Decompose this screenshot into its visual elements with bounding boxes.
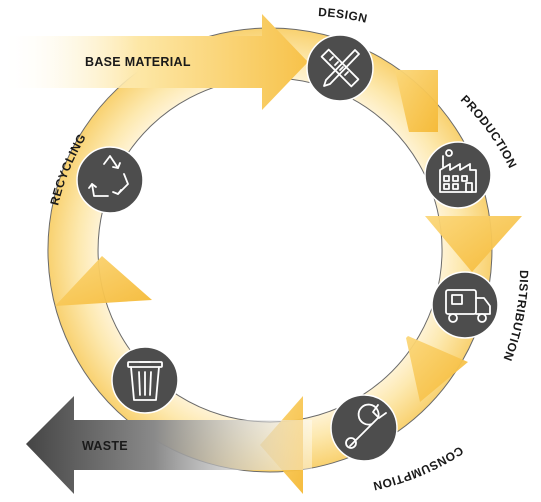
- base-material-label: BASE MATERIAL: [85, 55, 191, 69]
- flow-arrow-design-production: [395, 70, 438, 132]
- base-material-inflow-arrow: [0, 14, 308, 110]
- ruler-pencil-icon: [320, 48, 360, 88]
- stage-label-design: DESIGN: [318, 5, 369, 26]
- wrench-icon: [345, 403, 387, 449]
- flow-arrow-production-distribution: [425, 216, 522, 272]
- delivery-truck-icon: [445, 289, 491, 323]
- waste-outflow-arrow: [26, 396, 312, 494]
- disposal-node: [111, 346, 179, 414]
- consumption-node: [330, 394, 398, 462]
- production-node: [424, 141, 492, 209]
- flow-arrow-disposal-recycling: [55, 256, 152, 306]
- factory-icon: [439, 149, 477, 193]
- design-node: [306, 34, 374, 102]
- trash-bin-icon: [127, 361, 163, 401]
- recycling-node: [76, 146, 144, 214]
- recycle-icon: [88, 155, 129, 197]
- stage-label-distribution: DISTRIBUTION: [500, 270, 531, 363]
- flow-arrow-distribution-consumption: [406, 336, 468, 402]
- distribution-node: [431, 271, 499, 339]
- waste-label: WASTE: [82, 439, 128, 453]
